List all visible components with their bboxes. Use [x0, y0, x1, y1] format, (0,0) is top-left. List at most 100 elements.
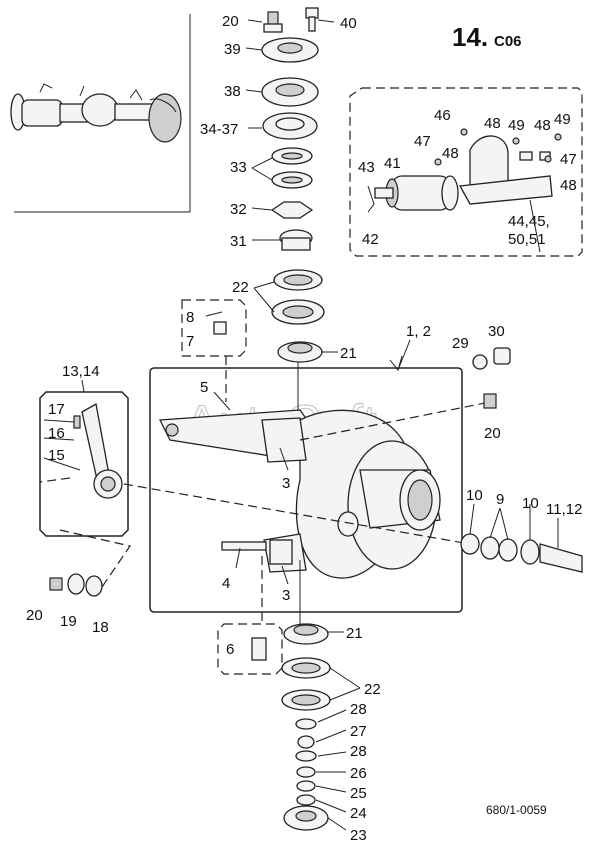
callout-10-left: 10	[466, 487, 483, 504]
grease-nipple-right-icon	[483, 393, 497, 409]
callout-40: 40	[340, 15, 357, 32]
callout-43: 43	[358, 159, 375, 176]
plug-30-icon	[493, 347, 511, 365]
grease-nipple-icon	[263, 11, 283, 33]
washer-29-icon	[472, 354, 488, 370]
stub-shaft-group	[460, 533, 583, 573]
slack-adjuster-group	[39, 391, 129, 537]
left-lower-fittings	[49, 573, 103, 597]
callout-19: 19	[60, 613, 77, 630]
callout-16: 16	[48, 425, 65, 442]
stub-shaft-icon	[539, 543, 583, 573]
callout-33: 33	[230, 159, 247, 176]
brake-cylinder-icon	[367, 128, 562, 213]
callout-38: 38	[224, 83, 241, 100]
seal-10-icon	[460, 533, 480, 555]
callout-41: 41	[384, 155, 401, 172]
callout-49-b: 49	[554, 111, 571, 128]
callout-46: 46	[434, 107, 451, 124]
callout-8: 8	[186, 309, 194, 326]
callout-20-left: 20	[26, 607, 43, 624]
brake-cylinder-inset	[349, 87, 583, 257]
callout-28-b: 28	[350, 743, 367, 760]
callout-9: 9	[496, 491, 504, 508]
upper-parts-stack	[261, 7, 325, 450]
callout-29: 29	[452, 335, 469, 352]
callout-labels: 20 40 39 38 34-37 33 32 31 22 8 7 21 1, …	[26, 13, 582, 844]
callout-27: 27	[350, 723, 367, 740]
callout-44-45: 44,45,	[508, 213, 550, 230]
bolt-icon	[305, 7, 319, 32]
callout-42: 42	[362, 231, 379, 248]
callout-13-14: 13,14	[62, 363, 100, 380]
callout-3-lower: 3	[282, 587, 290, 604]
bracket-icon	[269, 539, 293, 565]
nut-icon	[67, 573, 85, 595]
callout-6: 6	[226, 641, 234, 658]
grease-nipple-left-icon	[49, 577, 63, 591]
clip-group-6	[217, 623, 283, 675]
callout-22-top: 22	[232, 279, 249, 296]
main-assembly-frame	[149, 367, 463, 613]
callout-21-top: 21	[340, 345, 357, 362]
callout-23: 23	[350, 827, 367, 844]
ring-9b-icon	[498, 538, 518, 562]
leader-lines	[43, 19, 559, 831]
callout-1-2: 1, 2	[406, 323, 431, 340]
callout-26: 26	[350, 765, 367, 782]
callout-47-b: 47	[560, 151, 577, 168]
right-fittings	[472, 347, 511, 409]
callout-34-37: 34-37	[200, 121, 238, 138]
callout-48-d: 48	[560, 177, 577, 194]
seal-10b-icon	[520, 539, 540, 565]
washer-left-icon	[85, 575, 103, 597]
callout-18: 18	[92, 619, 109, 636]
callout-20-right: 20	[484, 425, 501, 442]
washer-24-icon	[296, 794, 316, 806]
callout-20-top: 20	[222, 13, 239, 30]
callout-32: 32	[230, 201, 247, 218]
axle-overview-icon	[10, 83, 182, 143]
callout-28-a: 28	[350, 701, 367, 718]
callout-7: 7	[186, 333, 194, 350]
callout-11-12: 11,12	[546, 501, 582, 518]
clip-icon	[213, 321, 227, 335]
callout-24: 24	[350, 805, 367, 822]
washer-25-icon	[296, 780, 316, 792]
section-code: C06	[494, 33, 522, 50]
callout-30: 30	[488, 323, 505, 340]
callout-22-bottom: 22	[364, 681, 381, 698]
lower-parts-stack	[281, 623, 331, 831]
callout-31: 31	[230, 233, 247, 250]
overview-inset	[10, 14, 191, 213]
clip-6-icon	[251, 637, 267, 661]
lock-plate-icon	[270, 201, 314, 219]
cap-28b-icon	[295, 750, 317, 762]
long-bolt-icon	[221, 541, 267, 551]
bolt-bracket-group	[221, 539, 293, 565]
callout-48-a: 48	[484, 115, 501, 132]
callout-4: 4	[222, 575, 230, 592]
callout-21-bottom: 21	[346, 625, 363, 642]
ball-27-icon	[297, 735, 315, 749]
reference-code: 680/1-0059	[486, 803, 547, 817]
callout-39: 39	[224, 41, 241, 58]
callout-5: 5	[200, 379, 208, 396]
washer-26-icon	[296, 766, 316, 778]
callout-25: 25	[350, 785, 367, 802]
ring-9a-icon	[480, 536, 500, 560]
callout-10-right: 10	[522, 495, 539, 512]
clip-group-8-7	[181, 299, 247, 357]
callout-3-upper: 3	[282, 475, 290, 492]
page-number: 14.	[452, 22, 488, 52]
callout-15: 15	[48, 447, 65, 464]
callout-47-a: 47	[414, 133, 431, 150]
callout-17: 17	[48, 401, 65, 418]
cap-28-icon	[295, 718, 317, 730]
axle-housing-icon	[158, 409, 441, 579]
callout-50-51: 50,51	[508, 231, 546, 248]
callout-48-b: 48	[534, 117, 551, 134]
callout-48-c: 48	[442, 145, 459, 162]
